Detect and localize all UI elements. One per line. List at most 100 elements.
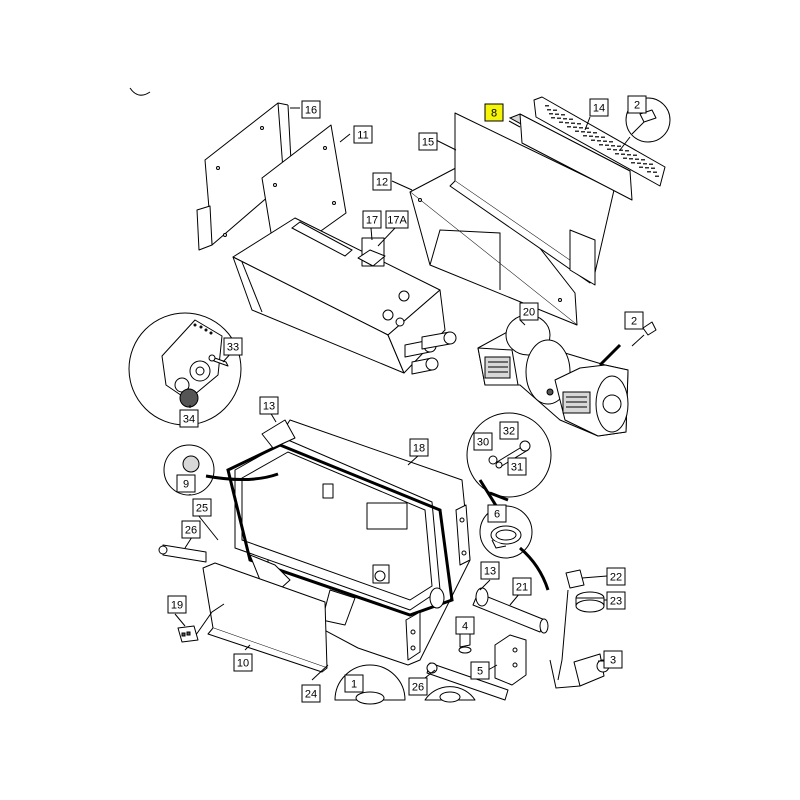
grille-slot — [605, 144, 609, 146]
callout-c9: 9 — [176, 474, 196, 493]
callout-number: 2 — [631, 316, 637, 328]
grille-slot — [577, 123, 581, 125]
callout-c11: 11 — [353, 125, 373, 144]
callout-c17a: 17A — [385, 210, 409, 229]
grille-slot — [559, 121, 563, 123]
callout-c2a: 2 — [627, 95, 647, 114]
callout-c32: 32 — [499, 421, 519, 440]
callout-c30: 30 — [473, 432, 493, 451]
callout-box — [473, 432, 493, 451]
callout-number: 10 — [237, 658, 249, 670]
grille-slot — [615, 153, 619, 155]
callout-c12: 12 — [372, 172, 392, 191]
corner-arc — [129, 87, 151, 96]
callout-box — [353, 125, 373, 144]
callout-c20: 20 — [519, 302, 539, 321]
callout-number: 16 — [305, 105, 317, 117]
grille-slot — [583, 135, 587, 137]
part-block-5 — [494, 634, 527, 686]
grille-slot — [609, 141, 613, 143]
grille-slot — [545, 105, 549, 107]
callout-c2b: 2 — [624, 311, 644, 330]
callout-number: 26 — [412, 682, 424, 694]
callout-box — [301, 684, 321, 703]
callout-box — [344, 674, 364, 693]
callout-c3: 3 — [603, 650, 623, 669]
callout-box — [484, 103, 504, 122]
callout-box — [362, 210, 382, 229]
grille-slot — [647, 171, 651, 173]
grille-slot — [637, 162, 641, 164]
part-grille-14 — [533, 96, 666, 187]
callout-c5: 5 — [470, 661, 490, 680]
callout-c23: 23 — [606, 591, 626, 610]
grille-slot — [567, 126, 571, 128]
callout-number: 1 — [351, 679, 357, 691]
grille-slot — [601, 136, 605, 138]
callout-c22: 22 — [606, 567, 626, 586]
grille-slot — [621, 153, 625, 155]
grille-slot — [593, 132, 597, 134]
callout-c10: 10 — [233, 653, 253, 672]
grille-slot — [553, 109, 557, 111]
callout-box — [418, 132, 438, 151]
callout-c13a: 13 — [259, 396, 279, 415]
callout-box — [487, 504, 507, 523]
callout-c13b: 13 — [480, 561, 500, 580]
grille-slot — [557, 117, 561, 119]
callout-number: 30 — [477, 437, 489, 449]
grille-slot — [639, 166, 643, 168]
callout-c26a: 26 — [181, 520, 201, 539]
callout-number: 2 — [634, 100, 640, 112]
grille-slot — [655, 175, 659, 177]
callout-c24: 24 — [301, 684, 321, 703]
callout-box — [624, 311, 644, 330]
grille-slot — [581, 131, 585, 133]
callout-number: 31 — [511, 462, 523, 474]
grille-slot — [603, 140, 607, 142]
grille-slot — [585, 127, 589, 129]
callout-number: 5 — [477, 666, 483, 678]
callout-box — [480, 561, 500, 580]
callout-box — [167, 595, 187, 614]
detail-clamp-bottom — [424, 686, 476, 703]
grille-slot — [611, 145, 615, 147]
detail-screw-2-right — [631, 321, 657, 347]
callout-box — [179, 409, 199, 428]
grille-slot — [631, 162, 635, 164]
callout-number: 32 — [503, 426, 515, 438]
grille-slot — [633, 154, 637, 156]
callout-number: 6 — [494, 509, 500, 521]
callout-box — [606, 591, 626, 610]
callout-box — [233, 653, 253, 672]
callout-box — [507, 457, 527, 476]
grille-slot — [613, 149, 617, 151]
callout-number: 21 — [516, 582, 528, 594]
callout-c4: 4 — [455, 616, 475, 635]
callout-box — [181, 520, 201, 539]
part-filter-panel-10 — [202, 562, 328, 673]
callout-number: 23 — [610, 596, 622, 608]
part-side-cover-16 — [196, 102, 293, 251]
part-rod-21 — [472, 587, 549, 634]
callout-number: 15 — [422, 137, 434, 149]
callout-number: 18 — [413, 443, 425, 455]
callout-c21: 21 — [512, 577, 532, 596]
grille-slot — [597, 140, 601, 142]
callout-number: 19 — [171, 600, 183, 612]
callout-number: 33 — [227, 342, 239, 354]
callout-box — [192, 498, 212, 517]
callout-c17: 17 — [362, 210, 382, 229]
grille-slot — [551, 117, 555, 119]
callout-number: 8 — [491, 108, 497, 120]
grille-slot — [617, 145, 621, 147]
callout-box — [176, 474, 196, 493]
part-heater-core-17 — [232, 217, 457, 375]
grille-slot — [561, 114, 565, 116]
part-connector-19 — [177, 603, 225, 643]
callout-number: 3 — [610, 655, 616, 667]
callout-number: 17 — [366, 215, 378, 227]
callout-number: 13 — [263, 401, 275, 413]
